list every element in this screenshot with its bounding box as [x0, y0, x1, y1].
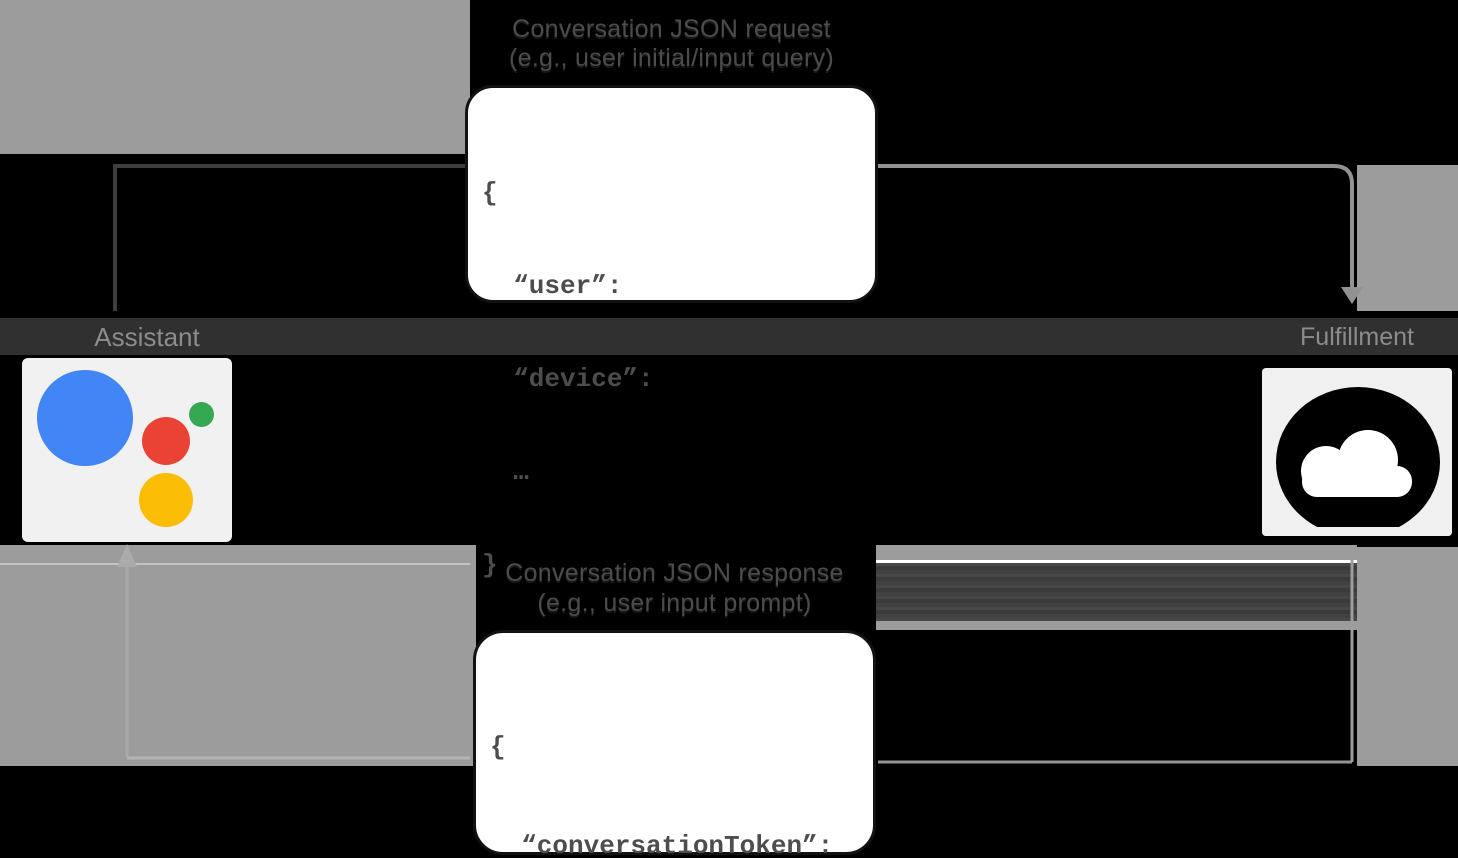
response-band-striped — [876, 545, 1357, 630]
response-title: Conversation JSON response (e.g., user i… — [433, 558, 916, 618]
request-band-right — [1357, 165, 1458, 311]
request-json-snippet: { “user”: “device”: … } — [465, 85, 878, 580]
cloud-circle-icon — [1262, 387, 1452, 536]
fulfillment-icon-panel — [1262, 368, 1452, 536]
code-line: “user”: — [482, 271, 623, 301]
stripe-white-line — [876, 560, 1357, 563]
stripe-top — [876, 545, 1357, 560]
response-json-snippet: { “conversationToken”: “userStorage”: … … — [473, 630, 876, 858]
stripe-dark-rows — [876, 563, 1357, 621]
response-band-right — [1357, 547, 1458, 766]
assistant-blue-dot — [37, 370, 133, 466]
code-line: … — [482, 457, 529, 487]
code-line: } — [482, 550, 498, 580]
request-title-line1: Conversation JSON request — [512, 15, 831, 43]
actor-label-band — [0, 318, 1458, 355]
request-json-code: { “user”: “device”: … } — [482, 116, 875, 643]
request-title-line2: (e.g., user initial/input query) — [508, 44, 835, 72]
assistant-yellow-dot — [139, 473, 193, 527]
code-line: { — [482, 178, 498, 208]
request-title: Conversation JSON request (e.g., user in… — [430, 15, 913, 73]
stripe-bottom — [876, 621, 1357, 630]
fulfillment-label: Fulfillment — [1300, 323, 1414, 351]
request-band-left — [0, 0, 470, 154]
response-title-line2: (e.g., user input prompt) — [537, 589, 812, 617]
code-line: “conversationToken”: — [490, 831, 834, 858]
response-band-left — [0, 545, 476, 766]
code-line: “device”: — [482, 364, 654, 394]
assistant-icon-panel — [22, 358, 232, 542]
response-title-line1: Conversation JSON response — [505, 559, 844, 587]
assistant-green-dot — [189, 402, 214, 427]
code-line: { — [490, 732, 506, 762]
assistant-label: Assistant — [94, 322, 200, 352]
assistant-red-dot — [142, 417, 190, 465]
response-json-code: { “conversationToken”: “userStorage”: … … — [490, 665, 873, 858]
